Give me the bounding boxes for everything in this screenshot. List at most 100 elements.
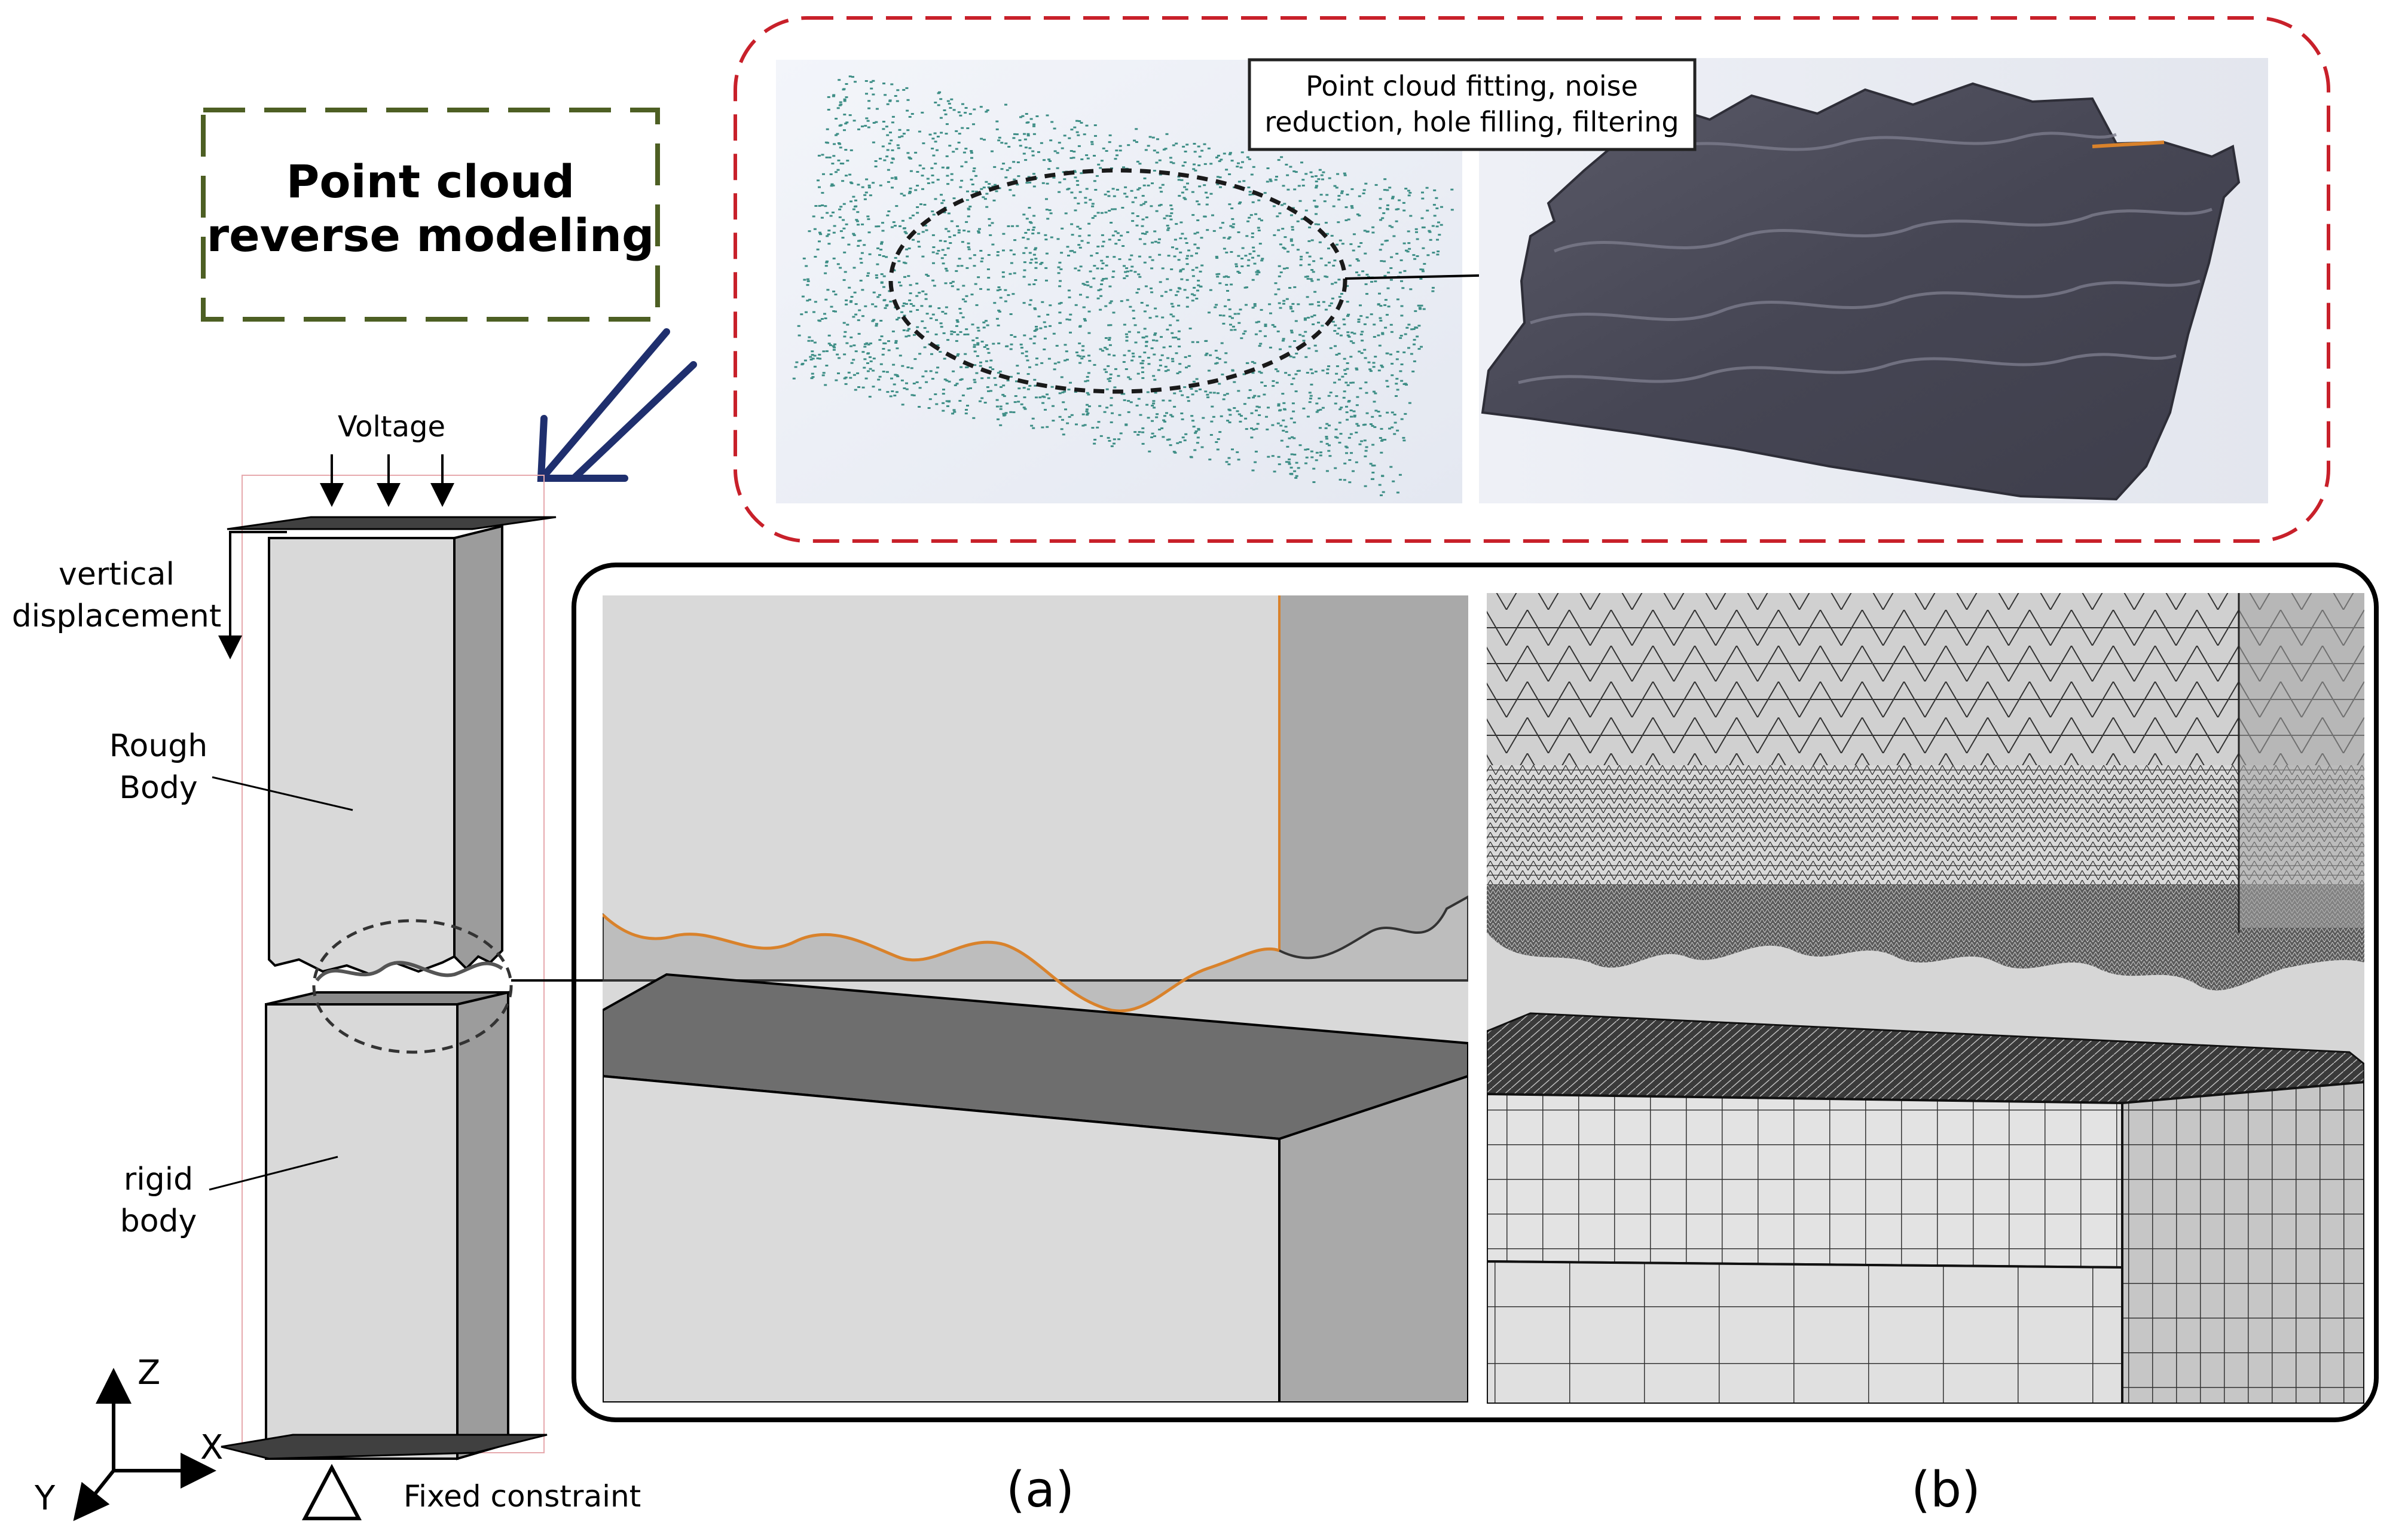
point-cloud-point	[1282, 300, 1286, 302]
point-cloud-point	[1336, 365, 1339, 368]
point-cloud-point	[931, 175, 934, 176]
point-cloud-point	[971, 339, 975, 341]
point-cloud-point	[1388, 225, 1392, 227]
point-cloud-point	[1218, 383, 1221, 385]
point-cloud-point	[1347, 218, 1350, 221]
point-cloud-point	[1290, 453, 1294, 456]
point-cloud-point	[874, 160, 878, 162]
point-cloud-point	[832, 345, 835, 347]
point-cloud-point	[979, 250, 983, 252]
point-cloud-point	[1053, 127, 1056, 130]
point-cloud-point	[1135, 292, 1139, 294]
point-cloud-point	[1310, 280, 1314, 282]
point-cloud-point	[967, 242, 970, 245]
point-cloud-point	[1404, 188, 1408, 190]
point-cloud-point	[1058, 191, 1061, 193]
point-cloud-point	[921, 175, 924, 177]
point-cloud-point	[950, 98, 954, 100]
point-cloud-point	[931, 234, 935, 236]
point-cloud-point	[839, 146, 842, 149]
point-cloud-point	[1359, 333, 1363, 335]
point-cloud-point	[1009, 411, 1013, 413]
point-cloud-point	[811, 358, 815, 360]
point-cloud-point	[921, 255, 925, 258]
point-cloud-point	[1113, 256, 1116, 258]
point-cloud-point	[906, 255, 909, 258]
point-cloud-point	[868, 396, 872, 398]
point-cloud-point	[1024, 232, 1028, 234]
point-cloud-point	[979, 400, 982, 402]
point-cloud-point	[1355, 404, 1359, 407]
point-cloud-point	[835, 379, 838, 381]
point-cloud-point	[1223, 276, 1226, 278]
point-cloud-point	[1231, 448, 1234, 451]
title-line1: Point cloud	[286, 155, 575, 208]
point-cloud-point	[1395, 252, 1399, 255]
point-cloud-point	[1039, 327, 1043, 329]
point-cloud-point	[979, 361, 982, 363]
point-cloud-point	[832, 310, 836, 312]
point-cloud-point	[1169, 204, 1173, 207]
point-cloud-point	[975, 304, 979, 306]
point-cloud-point	[1356, 396, 1359, 398]
point-cloud-point	[1159, 364, 1162, 366]
point-cloud-point	[1275, 368, 1278, 371]
point-cloud-point	[1334, 402, 1337, 405]
point-cloud-point	[1070, 129, 1074, 131]
point-cloud-point	[955, 319, 959, 322]
point-cloud-point	[1059, 268, 1063, 270]
point-cloud-point	[843, 114, 847, 116]
point-cloud-point	[852, 267, 856, 269]
point-cloud-point	[997, 418, 1000, 420]
point-cloud-point	[891, 115, 895, 118]
point-cloud-point	[918, 130, 921, 133]
point-cloud-point	[947, 230, 951, 233]
point-cloud-point	[1046, 182, 1049, 185]
point-cloud-point	[1135, 128, 1138, 130]
point-cloud-point	[863, 346, 867, 348]
point-cloud-point	[1229, 315, 1231, 317]
point-cloud-point	[1208, 459, 1212, 461]
point-cloud-point	[1269, 312, 1272, 314]
point-cloud-point	[1080, 172, 1083, 175]
point-cloud-point	[952, 409, 956, 411]
point-cloud-point	[1028, 252, 1032, 254]
point-cloud-point	[832, 349, 836, 351]
point-cloud-point	[1215, 255, 1218, 258]
point-cloud-point	[1119, 149, 1122, 152]
point-cloud-point	[1261, 258, 1264, 260]
point-cloud-point	[869, 356, 872, 358]
point-cloud-point	[1381, 439, 1385, 441]
point-cloud-point	[1084, 197, 1087, 199]
point-cloud-point	[980, 188, 983, 190]
point-cloud-point	[1095, 175, 1099, 177]
point-cloud-point	[1070, 223, 1074, 225]
point-cloud-point	[986, 268, 990, 270]
point-cloud-point	[909, 284, 912, 286]
point-cloud-point	[1344, 206, 1348, 209]
point-cloud-point	[992, 199, 996, 201]
point-cloud-point	[1242, 332, 1245, 335]
point-cloud-point	[964, 353, 967, 355]
point-cloud-point	[982, 326, 986, 329]
point-cloud-point	[1307, 316, 1310, 319]
point-cloud-point	[839, 206, 843, 208]
point-cloud-point	[1034, 267, 1038, 269]
point-cloud-point	[945, 267, 948, 270]
point-cloud-point	[943, 211, 946, 213]
point-cloud-point	[1064, 344, 1067, 346]
point-cloud-point	[1015, 380, 1018, 383]
point-cloud-point	[997, 139, 1001, 142]
point-cloud-point	[1289, 307, 1293, 310]
point-cloud-point	[1053, 150, 1057, 152]
point-cloud-point	[810, 377, 814, 380]
point-cloud-point	[994, 184, 997, 186]
point-cloud-point	[849, 345, 852, 347]
point-cloud-point	[973, 108, 976, 111]
point-cloud-point	[1193, 286, 1196, 289]
point-cloud-point	[1023, 261, 1026, 264]
axis-y: Y	[34, 1479, 56, 1518]
point-cloud-point	[1115, 149, 1119, 152]
point-cloud-point	[1069, 157, 1073, 159]
point-cloud-point	[1193, 243, 1197, 246]
